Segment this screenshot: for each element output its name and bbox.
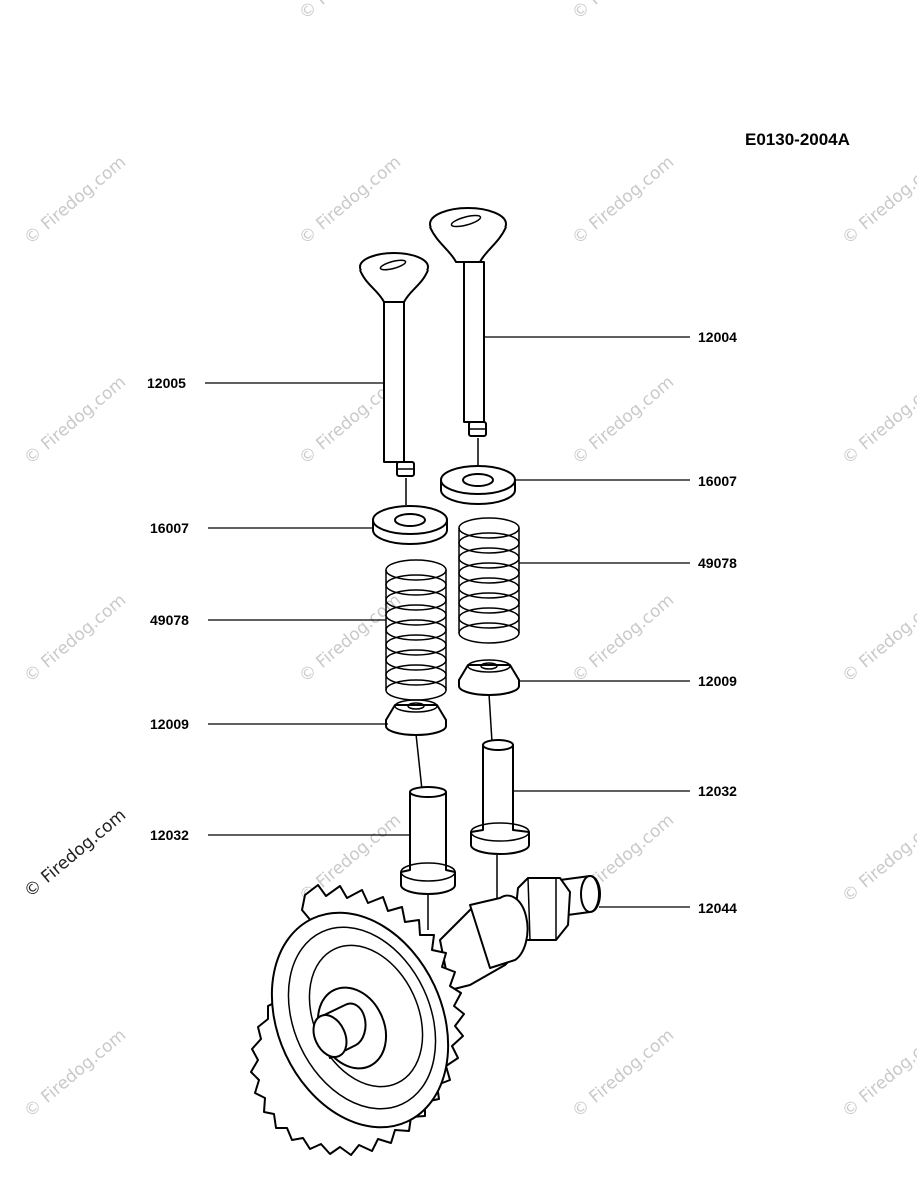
watermark: © Firedog.com xyxy=(568,372,678,469)
assembly-axes xyxy=(405,438,498,930)
label-tappet-left[interactable]: 12032 xyxy=(150,827,189,843)
label-spring-right[interactable]: 49078 xyxy=(698,555,737,571)
watermark: © Firedog.com xyxy=(295,0,405,24)
watermark: © Firedog.com xyxy=(838,590,917,687)
label-seat-right[interactable]: 12009 xyxy=(698,673,737,689)
retainer-left xyxy=(372,505,448,545)
watermark: © Firedog.com xyxy=(568,152,678,249)
camshaft xyxy=(250,875,601,1156)
label-camshaft[interactable]: 12044 xyxy=(698,900,737,916)
watermark: © Firedog.com xyxy=(295,152,405,249)
retainer-right xyxy=(440,465,516,505)
watermark: © Firedog.com xyxy=(838,810,917,907)
watermark: © Firedog.com xyxy=(568,1025,678,1122)
label-valve-right[interactable]: 12004 xyxy=(698,329,737,345)
watermark-dark: © Firedog.com xyxy=(20,805,130,902)
tappet-left xyxy=(400,786,456,895)
watermark: © Firedog.com xyxy=(20,1025,130,1122)
watermark: © Firedog.com xyxy=(568,0,678,24)
watermark: © Firedog.com xyxy=(838,1025,917,1122)
watermark: © Firedog.com xyxy=(838,152,917,249)
label-seat-left[interactable]: 12009 xyxy=(150,716,189,732)
diagram-code: E0130-2004A xyxy=(745,130,850,149)
tappet-right xyxy=(470,739,530,855)
label-retainer-left[interactable]: 16007 xyxy=(150,520,189,536)
watermark: © Firedog.com xyxy=(20,152,130,249)
seat-right xyxy=(458,659,520,696)
watermark: © Firedog.com xyxy=(838,372,917,469)
seat-left xyxy=(385,699,447,736)
valve-left xyxy=(359,252,429,477)
watermark: © Firedog.com xyxy=(20,372,130,469)
label-spring-left[interactable]: 49078 xyxy=(150,612,189,628)
part-labels: 12005 12004 16007 16007 49078 49078 1200… xyxy=(147,329,737,916)
watermark: © Firedog.com xyxy=(20,590,130,687)
label-tappet-right[interactable]: 12032 xyxy=(698,783,737,799)
spring-right xyxy=(458,517,520,644)
label-valve-left[interactable]: 12005 xyxy=(147,375,186,391)
spring-left xyxy=(385,559,447,701)
watermark: © Firedog.com xyxy=(568,590,678,687)
leader-lines xyxy=(205,336,690,908)
valve-right xyxy=(429,207,507,437)
label-retainer-right[interactable]: 16007 xyxy=(698,473,737,489)
